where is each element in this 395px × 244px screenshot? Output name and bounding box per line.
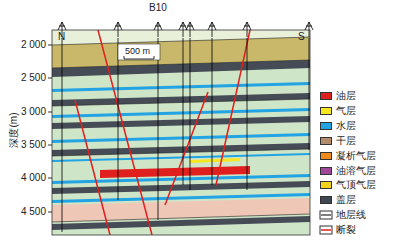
depth-tick: 4 000 <box>21 173 46 183</box>
legend-text: 干层 <box>336 136 356 146</box>
depth-tick: 3 000 <box>21 107 46 117</box>
legend-swatch <box>320 107 332 115</box>
well-name: B10 <box>149 3 167 13</box>
legend-text: 凝析气层 <box>336 151 376 161</box>
legend-text: 地层线 <box>336 210 366 220</box>
depth-tick: 2 500 <box>21 73 46 83</box>
legend-text: 油溶气层 <box>336 166 376 176</box>
scale-label: 500 m <box>125 47 150 56</box>
legend-swatch <box>320 137 332 145</box>
legend-swatch <box>320 122 332 130</box>
depth-tick: 3 500 <box>21 140 46 150</box>
legend-swatch <box>320 196 332 204</box>
direction-label: S <box>298 32 305 42</box>
axis-title: 深度(m) <box>8 113 18 148</box>
legend-swatch <box>320 167 332 175</box>
direction-label: N <box>58 32 65 42</box>
legend-text: 断裂 <box>336 225 356 235</box>
legend-swatch <box>320 181 332 189</box>
legend-text: 水层 <box>336 121 356 131</box>
legend-text: 油层 <box>336 91 356 101</box>
depth-tick: 4 500 <box>21 207 46 217</box>
legend-swatch <box>320 92 332 100</box>
legend-text: 气顶气层 <box>336 180 376 190</box>
legend-swatch <box>320 152 332 160</box>
legend-text: 盖层 <box>336 195 356 205</box>
legend-text: 气层 <box>336 106 356 116</box>
depth-tick: 2 000 <box>21 40 46 50</box>
